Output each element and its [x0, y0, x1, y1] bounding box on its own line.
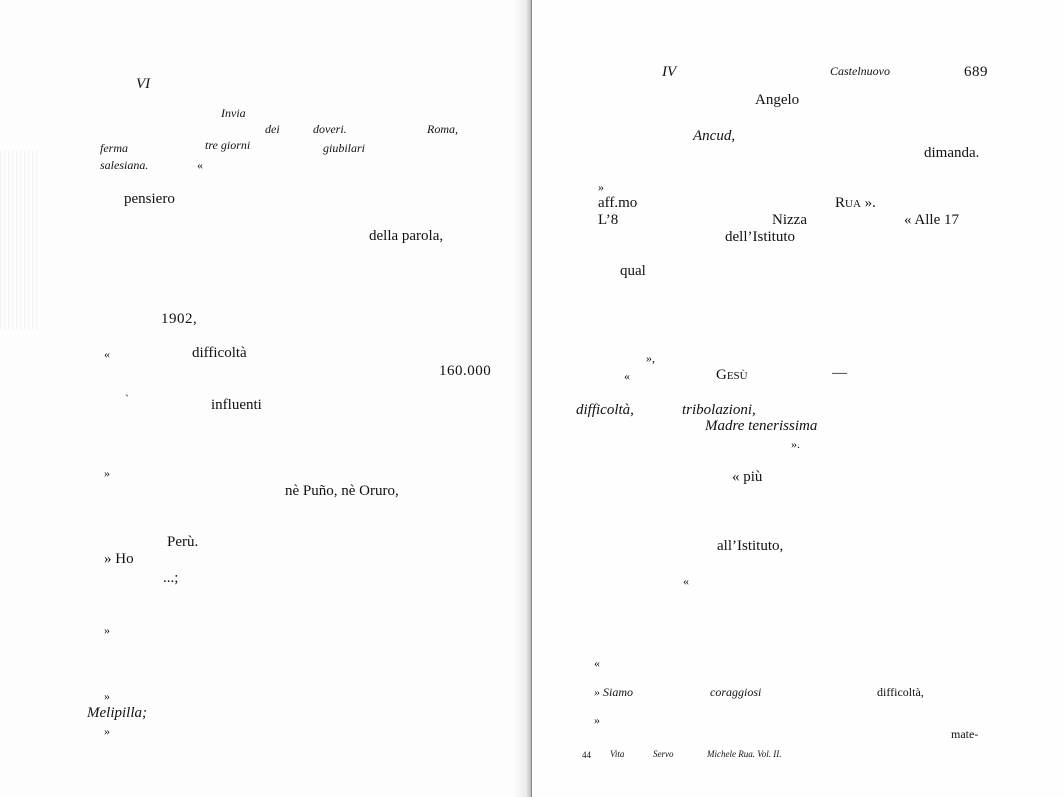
text-fragment: coraggiosi [710, 685, 762, 699]
amount: 160.000 [439, 363, 492, 379]
text-fragment: mate- [951, 727, 979, 741]
text-fragment: giubilari [323, 141, 366, 155]
quote-mark: « [624, 369, 630, 383]
text-fragment: ferma [100, 141, 128, 155]
footer-text: Servo [653, 749, 674, 759]
text-fragment: doveri. [313, 122, 347, 136]
text-fragment: all’Istituto, [717, 538, 784, 554]
text-fragment: qual [620, 263, 646, 279]
quote-mark: » [598, 180, 604, 194]
text-fragment: influenti [211, 397, 262, 413]
text-fragment: tre giorni [205, 138, 251, 152]
quote-mark: « [104, 347, 110, 361]
footer-text: Vita [610, 749, 625, 759]
quote-mark: » [104, 724, 110, 738]
quote-mark: » [104, 466, 110, 480]
text-fragment: Perù. [167, 534, 199, 550]
running-head: Castelnuovo [830, 64, 890, 78]
text-fragment: ...; [163, 570, 179, 586]
left-page: VI Invia dei doveri. Roma, ferma tre gio… [0, 0, 526, 797]
text-fragment: salesiana. [100, 158, 149, 172]
text-fragment: Madre tenerissima [705, 418, 818, 434]
text-fragment: Rua ». [835, 195, 876, 211]
quote-mark: « [594, 656, 600, 670]
text-fragment: » Ho [104, 551, 134, 567]
quote-mark: », [646, 351, 655, 365]
quote-mark: « [683, 574, 689, 588]
dash: — [832, 365, 847, 381]
text-fragment: dimanda. [924, 145, 980, 161]
chapter-number: VI [136, 76, 151, 92]
text-fragment: pensiero [124, 191, 175, 207]
text-fragment: Gesù [716, 367, 748, 383]
text-fragment: nè Puño, nè Oruro, [285, 483, 399, 499]
year: 1902, [161, 311, 198, 327]
footer-text: Michele Rua. Vol. II. [707, 749, 782, 759]
quote-mark: « [197, 158, 203, 172]
quote-mark: » [104, 623, 110, 637]
quote-mark: » [594, 713, 600, 727]
text-fragment: dell’Istituto [725, 229, 795, 245]
quote-mark: ». [791, 437, 800, 451]
text-fragment: difficoltà [192, 345, 247, 361]
right-page: IV Castelnuovo 689 Angelo Ancud, dimanda… [532, 0, 1064, 797]
text-fragment: dei [265, 122, 280, 136]
text-fragment: difficoltà, [576, 402, 634, 418]
text-fragment: Ancud, [693, 128, 736, 144]
page-number: 689 [964, 64, 988, 80]
text-fragment: della parola, [369, 228, 444, 244]
quote-mark: » [104, 689, 110, 703]
text-fragment: Angelo [755, 92, 800, 108]
text-fragment: difficoltà, [877, 685, 924, 699]
text-fragment: Invia [221, 106, 246, 120]
text-fragment: « più [732, 469, 763, 485]
text-fragment: tribolazioni, [682, 402, 756, 418]
signature-number: 44 [582, 750, 591, 760]
text-fragment: Melipilla; [87, 705, 147, 721]
page-edge-shading [0, 150, 40, 330]
text-fragment: Roma, [427, 122, 458, 136]
chapter-number: IV [662, 64, 677, 80]
text-fragment: Nizza [772, 212, 807, 228]
text-fragment: L’8 [598, 212, 619, 228]
stray-mark: ` [125, 392, 129, 406]
text-fragment: » Siamo [594, 685, 633, 699]
text-fragment: aff.mo [598, 195, 638, 211]
text-fragment: « Alle 17 [904, 212, 959, 228]
